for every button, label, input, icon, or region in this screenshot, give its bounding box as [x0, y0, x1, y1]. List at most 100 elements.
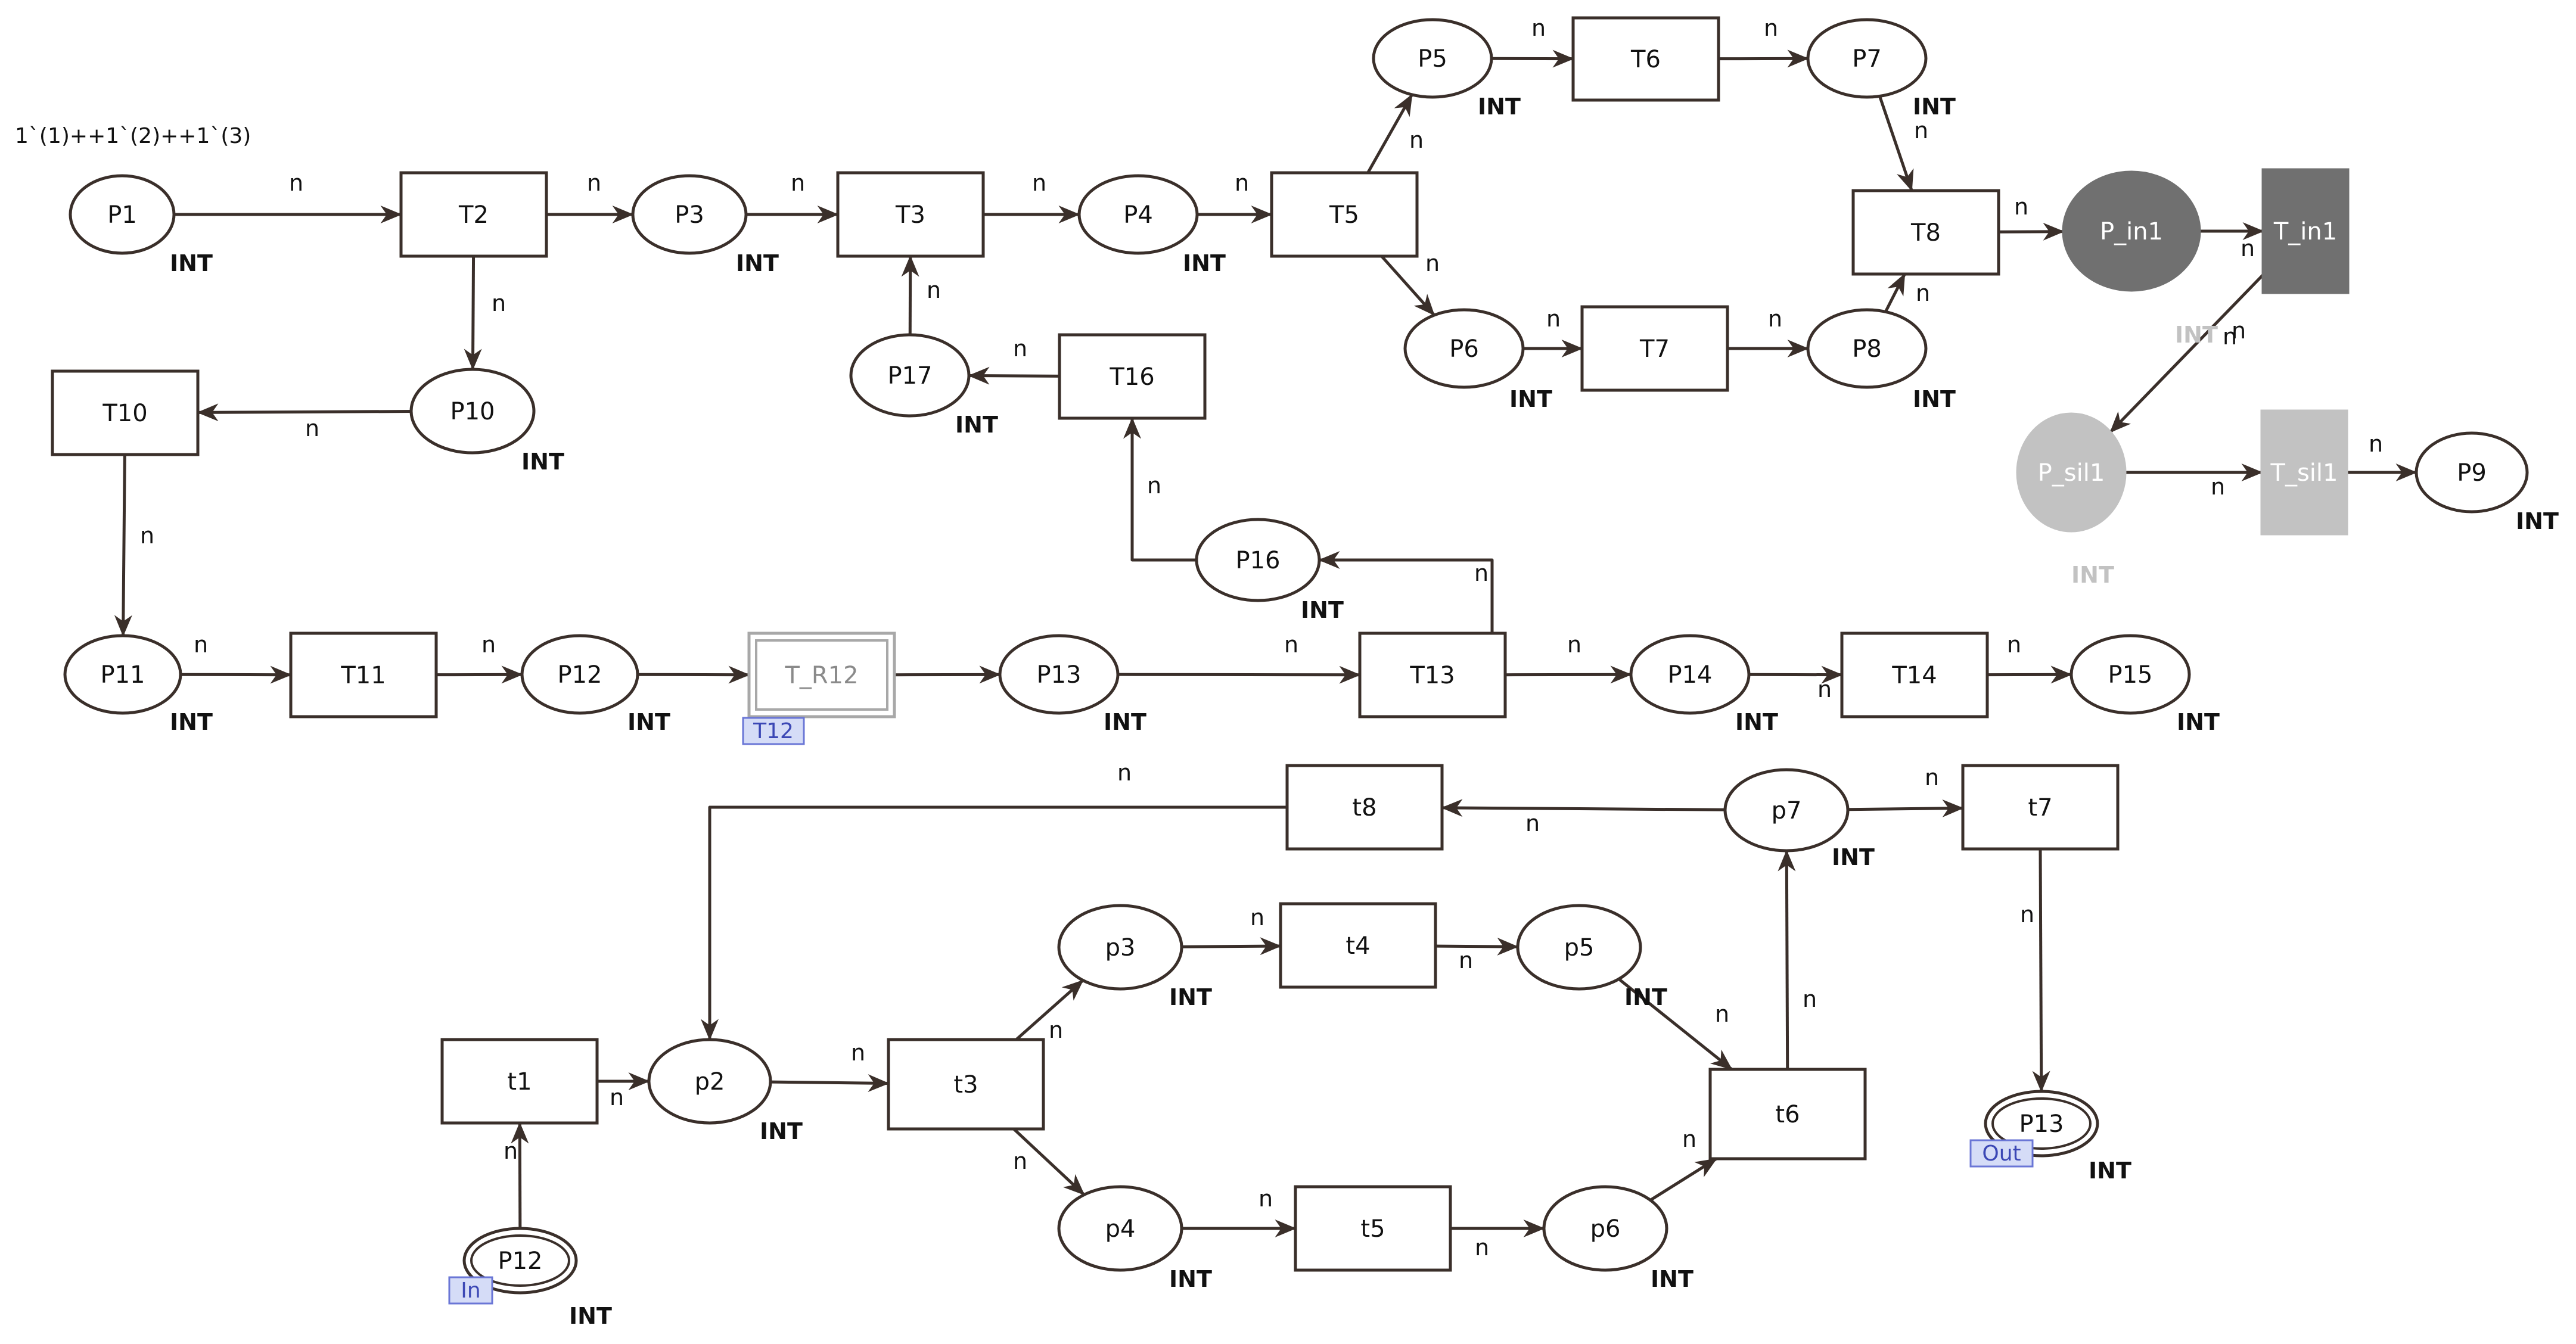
- transition-box[interactable]: [2261, 168, 2350, 294]
- transition-T8[interactable]: T8: [1851, 189, 2000, 276]
- transition-box[interactable]: [1708, 1068, 1867, 1161]
- place-ellipse[interactable]: [2415, 431, 2529, 514]
- transition-box[interactable]: [289, 631, 438, 718]
- place-ellipse[interactable]: [1806, 18, 1928, 99]
- arc-Tin1-to-Psil1[interactable]: [2109, 273, 2264, 434]
- transition-T10[interactable]: T10: [51, 369, 200, 456]
- transition-box[interactable]: [1580, 305, 1729, 392]
- arc-P7-to-T8[interactable]: [1878, 95, 1914, 192]
- transition-box[interactable]: [1571, 16, 1720, 102]
- arc-P16-to-T16[interactable]: [1123, 417, 1197, 562]
- transition-T2[interactable]: T2: [399, 171, 548, 258]
- arc-p3-to-t4[interactable]: [1181, 937, 1282, 956]
- place-ellipse[interactable]: [1403, 308, 1525, 389]
- transition-t4[interactable]: t4: [1279, 902, 1437, 989]
- arc-T10-to-P11[interactable]: [114, 454, 132, 637]
- arc-p2-to-t3[interactable]: [770, 1074, 890, 1093]
- arc-T13-to-P16[interactable]: [1318, 551, 1494, 633]
- place-ellipse[interactable]: [2016, 412, 2127, 533]
- arc-P13-to-T13[interactable]: [1117, 665, 1361, 684]
- transition-T14[interactable]: T14: [1840, 631, 1989, 718]
- transition-T7[interactable]: T7: [1580, 305, 1729, 392]
- transition-T6[interactable]: T6: [1571, 16, 1720, 102]
- place-ellipse[interactable]: [1516, 904, 1642, 991]
- arc-p5-to-t6[interactable]: [1618, 978, 1733, 1071]
- transition-t3[interactable]: t3: [887, 1038, 1045, 1131]
- place-ellipse[interactable]: [2069, 634, 2191, 715]
- place-ellipse[interactable]: [631, 174, 748, 255]
- transition-T3[interactable]: T3: [836, 171, 985, 258]
- transition-T13[interactable]: T13: [1358, 631, 1507, 718]
- transition-box[interactable]: [1840, 631, 1989, 718]
- transition-T11[interactable]: T11: [289, 631, 438, 718]
- transition-box[interactable]: [1961, 764, 2120, 851]
- transition-box[interactable]: [887, 1038, 1045, 1131]
- transition-T5[interactable]: T5: [1270, 171, 1419, 258]
- place-ellipse[interactable]: [1806, 308, 1928, 389]
- place-ellipse[interactable]: [1372, 18, 1493, 99]
- transition-t8[interactable]: t8: [1285, 764, 1444, 851]
- transition-box[interactable]: [51, 369, 200, 456]
- place-ellipse[interactable]: [1542, 1185, 1668, 1272]
- arc-T5-to-P6[interactable]: [1380, 255, 1435, 316]
- place-Pin1[interactable]: P_in1: [2062, 170, 2201, 292]
- transition-t1[interactable]: t1: [440, 1038, 599, 1125]
- transition-box[interactable]: [1270, 171, 1419, 258]
- place-ellipse[interactable]: [647, 1038, 772, 1125]
- arc-t3-to-p3[interactable]: [1015, 979, 1085, 1041]
- arc-p7-to-t7[interactable]: [1847, 799, 1964, 817]
- transition-box[interactable]: [1851, 189, 2000, 276]
- transition-box[interactable]: [836, 171, 985, 258]
- transition-box[interactable]: [1279, 902, 1437, 989]
- transition-box[interactable]: [747, 631, 896, 718]
- arc-T5-to-P5[interactable]: [1366, 94, 1413, 174]
- place-ellipse[interactable]: [1077, 174, 1199, 255]
- place-ellipse[interactable]: [520, 634, 639, 715]
- arc-P8-to-T8[interactable]: [1884, 273, 1906, 313]
- transition-box[interactable]: [440, 1038, 599, 1125]
- place-ellipse[interactable]: [1723, 768, 1850, 853]
- arc-p6-to-t6[interactable]: [1649, 1157, 1717, 1202]
- transition-t7[interactable]: t7: [1961, 764, 2120, 851]
- transition-Tin1[interactable]: T_in1: [2261, 168, 2350, 294]
- transition-box[interactable]: [1294, 1185, 1452, 1272]
- place-ellipse[interactable]: [1195, 518, 1321, 602]
- transition-box[interactable]: [1058, 333, 1207, 420]
- place-ellipse[interactable]: [1057, 1185, 1183, 1272]
- place-ellipse[interactable]: [1629, 634, 1751, 715]
- transition-Tsil1[interactable]: T_sil1: [2260, 409, 2348, 536]
- arc-p7-to-t8[interactable]: [1441, 799, 1726, 817]
- transition-box[interactable]: [399, 171, 548, 258]
- arc-t3-to-p4[interactable]: [1012, 1128, 1086, 1196]
- arc-t8-to-p2[interactable]: [701, 805, 1287, 1041]
- place-ellipse[interactable]: [409, 368, 536, 455]
- transition-box[interactable]: [2260, 409, 2348, 536]
- arc-t4-to-p5[interactable]: [1435, 937, 1519, 956]
- arc-t7-to-sP13[interactable]: [2032, 848, 2050, 1093]
- transition-box[interactable]: [1358, 631, 1507, 718]
- arc-P10-to-T10[interactable]: [197, 403, 412, 422]
